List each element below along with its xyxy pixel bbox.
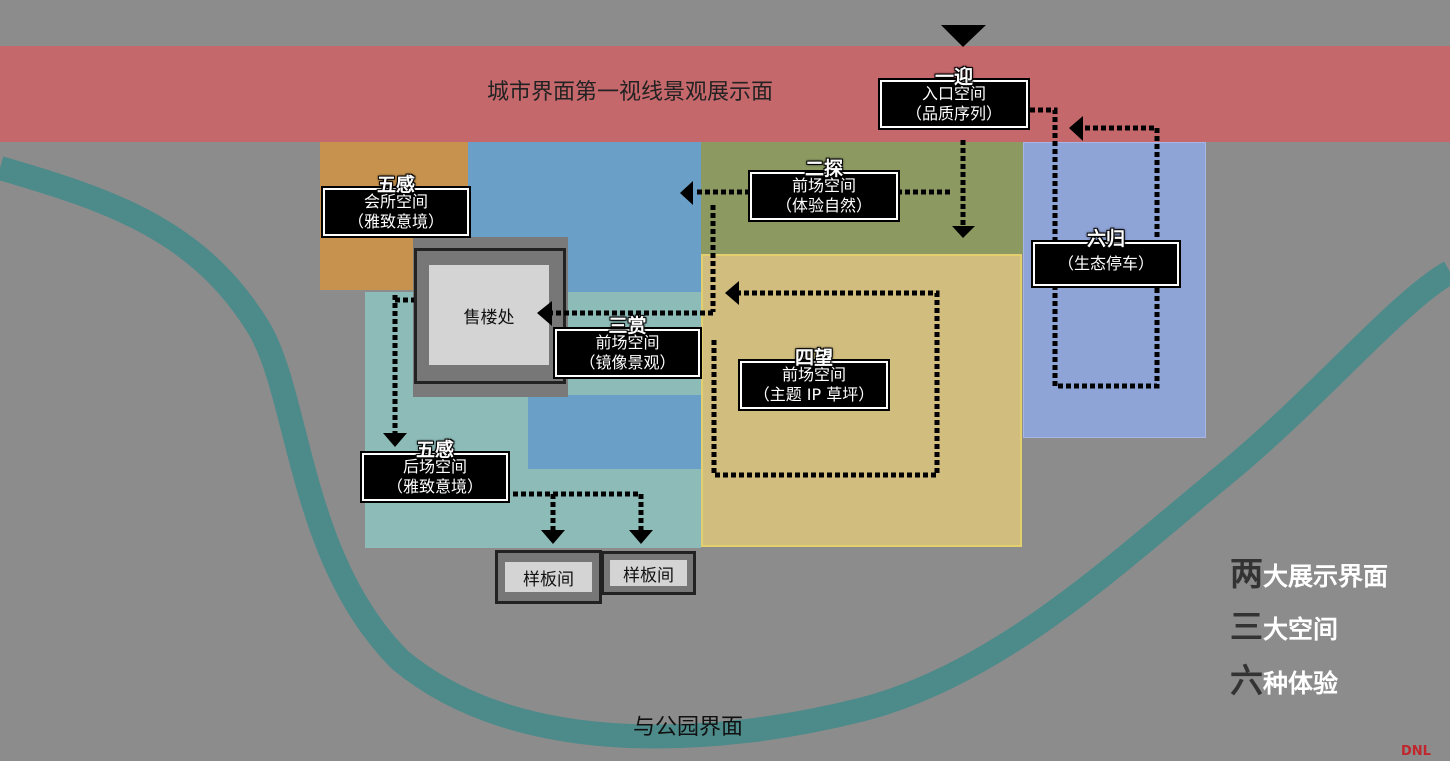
label-backyard-head: 五感 (415, 439, 454, 461)
label-explore-line1: 前场空间 (791, 176, 856, 195)
arrowhead-return-left (1069, 116, 1083, 141)
legend-3-big: 六 (1230, 661, 1263, 700)
label-return-line1: （生态停车） (1057, 254, 1154, 273)
label-entry-line2: （品质序列） (905, 104, 1002, 123)
label-return-head: 六归 (1086, 228, 1125, 250)
label-appreciate: 三赏 前场空间 （镜像景观） (553, 315, 702, 379)
arrowhead-gaze-left (725, 281, 739, 305)
label-entry: 一迎 入口空间 （品质序列） (878, 66, 1030, 130)
label-return: 六归 （生态停车） (1031, 228, 1181, 288)
arrowhead-entry-down (952, 226, 975, 238)
arrowhead-backyard-down1 (541, 530, 565, 544)
label-gaze-line1: 前场空间 (781, 365, 846, 384)
label-explore-line2: （体验自然） (775, 196, 872, 215)
sample-room-2-label: 样板间 (610, 560, 687, 586)
arrowhead-sales-left (537, 301, 552, 326)
label-backyard-line1: 后场空间 (402, 457, 467, 476)
label-explore-head: 二探 (804, 158, 843, 180)
label-appreciate-head: 三赏 (608, 315, 647, 337)
label-club-head: 五感 (376, 174, 415, 196)
label-gaze-box: 前场空间 （主题 IP 草坪） (738, 359, 890, 411)
legend-row-1: 两大展示界面 (1230, 547, 1388, 595)
zone-appreciate-overlay (528, 395, 701, 469)
legend-1-big: 两 (1230, 554, 1263, 593)
arrowheads (383, 25, 1083, 544)
route-gaze-loop (711, 290, 940, 478)
label-backyard: 五感 后场空间 （雅致意境） (360, 439, 510, 503)
city-interface-band (0, 46, 1450, 142)
label-entry-head: 一迎 (934, 66, 973, 88)
sales-office-label: 售楼处 (429, 265, 549, 365)
arrowhead-backyard-down2 (629, 530, 653, 544)
sample-room-1: 样板间 (495, 550, 602, 604)
label-appreciate-line1: 前场空间 (595, 333, 660, 352)
legend-3-rest: 种体验 (1263, 669, 1339, 698)
sample-room-2: 样板间 (601, 551, 696, 595)
legend-2-rest: 大空间 (1263, 615, 1339, 644)
label-return-box: （生态停车） (1031, 240, 1181, 288)
watermark-logo: DNL (1401, 744, 1431, 759)
label-club-line2: （雅致意境） (347, 212, 444, 231)
arrowhead-top-entry (941, 25, 986, 47)
legend-row-2: 三大空间 (1230, 600, 1338, 648)
river (0, 156, 1450, 749)
legend-2-big: 三 (1230, 607, 1263, 646)
city-interface-label: 城市界面第一视线景观展示面 (487, 80, 774, 105)
legend-row-3: 六种体验 (1230, 654, 1338, 702)
label-gaze: 四望 前场空间 （主题 IP 草坪） (738, 347, 890, 411)
route-lines (392, 107, 1160, 530)
label-explore-box: 前场空间 （体验自然） (748, 170, 900, 222)
label-backyard-box: 后场空间 （雅致意境） (360, 451, 510, 503)
label-club-line1: 会所空间 (363, 192, 428, 211)
label-gaze-line2: （主题 IP 草坪） (753, 385, 875, 404)
legend-1-rest: 大展示界面 (1263, 562, 1389, 591)
label-explore: 二探 前场空间 （体验自然） (748, 158, 900, 222)
arrowhead-explore-left (680, 181, 693, 205)
sample-room-1-label: 样板间 (505, 562, 592, 592)
label-backyard-line2: （雅致意境） (386, 477, 483, 496)
label-club: 五感 会所空间 （雅致意境） (321, 174, 471, 238)
label-club-box: 会所空间 （雅致意境） (321, 186, 471, 238)
route-return-loop (1030, 107, 1160, 389)
label-entry-box: 入口空间 （品质序列） (878, 78, 1030, 130)
park-interface-label: 与公园界面 (633, 715, 744, 740)
sales-office: 售楼处 (414, 248, 566, 384)
label-appreciate-box: 前场空间 （镜像景观） (553, 327, 702, 379)
label-gaze-head: 四望 (794, 347, 833, 369)
label-appreciate-line2: （镜像景观） (579, 353, 676, 372)
arrowhead-club-down (383, 433, 407, 447)
label-entry-line1: 入口空间 (921, 84, 986, 103)
